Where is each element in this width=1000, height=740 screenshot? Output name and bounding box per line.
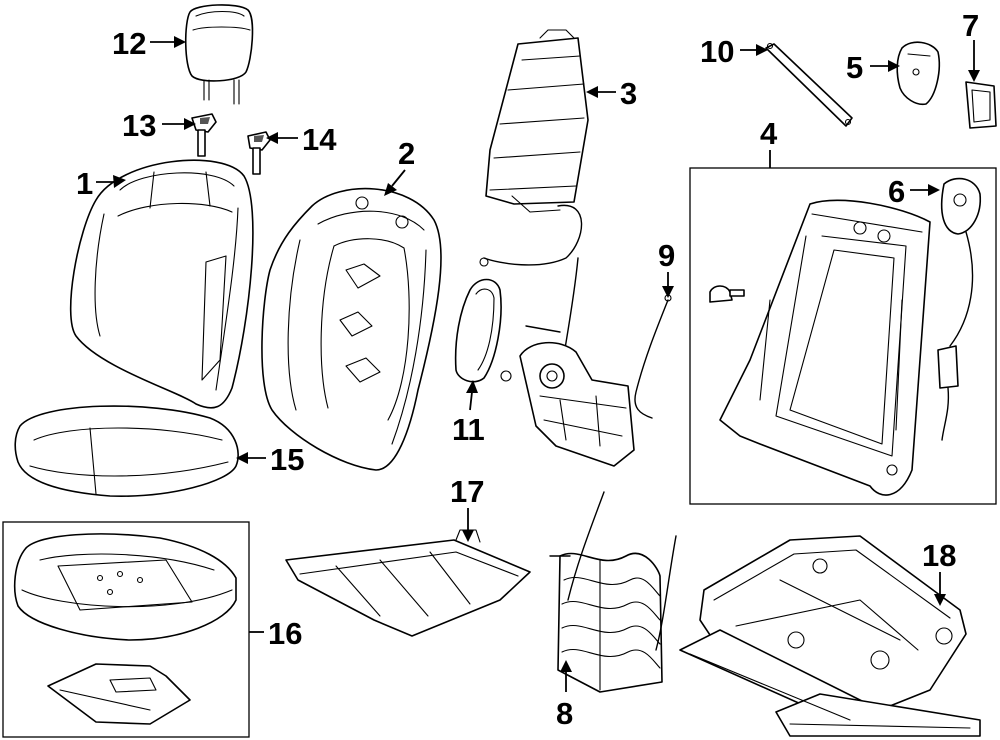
frame-bolt[interactable]: [709, 285, 745, 303]
part-15-cushion-cover[interactable]: [14, 405, 239, 497]
callout-14: 14: [302, 122, 337, 157]
callout-13: 13: [122, 108, 156, 143]
callout-15: 15: [270, 442, 304, 477]
part-9-cable[interactable]: [634, 294, 672, 419]
part-13-headrest-guide[interactable]: [191, 113, 217, 157]
callout-11: 11: [452, 412, 485, 447]
callout-3: 3: [620, 76, 637, 111]
callout-17: 17: [450, 474, 484, 509]
callout-16: 16: [268, 616, 302, 651]
callout-4: 4: [760, 116, 778, 151]
part-4-frame-box: [689, 167, 997, 505]
part-16-cushion-box: [2, 521, 250, 738]
part-16-cushion-pad[interactable]: [13, 533, 237, 641]
part-16-bottom-panel[interactable]: [47, 663, 191, 725]
callout-7: 7: [962, 8, 979, 43]
callout-12: 12: [112, 26, 146, 61]
part-14-headrest-guide[interactable]: [247, 131, 271, 175]
callout-labels: 12 13 14 1 2 3 10 5 7 4 6 9 11 15 17 16 …: [76, 8, 979, 731]
callout-8: 8: [556, 696, 573, 731]
part-2-seat-back-pad[interactable]: [261, 187, 442, 471]
leaders: [96, 36, 980, 692]
part-12-headrest[interactable]: [184, 4, 254, 105]
callout-5: 5: [846, 50, 863, 85]
part-10-strap[interactable]: [765, 42, 853, 127]
part-6-motor[interactable]: [937, 177, 982, 441]
part-8-spring-mat[interactable]: [549, 491, 677, 693]
part-3-back-panel[interactable]: [479, 29, 589, 267]
recliner-mechanism[interactable]: [500, 257, 635, 467]
part-5-bracket[interactable]: [896, 41, 941, 106]
part-4-seat-back-frame[interactable]: [719, 199, 931, 496]
callout-18: 18: [922, 538, 956, 573]
callout-1: 1: [76, 166, 93, 201]
part-7-knob[interactable]: [965, 81, 997, 129]
callout-6: 6: [888, 174, 905, 209]
part-11-side-trim[interactable]: [454, 278, 502, 383]
part-17-cushion-pan[interactable]: [285, 529, 531, 637]
callout-2: 2: [398, 136, 415, 171]
callout-10: 10: [700, 34, 734, 69]
callout-9: 9: [658, 238, 675, 273]
part-1-seat-back-cover[interactable]: [69, 159, 254, 409]
part-18-seat-track[interactable]: [679, 535, 981, 737]
